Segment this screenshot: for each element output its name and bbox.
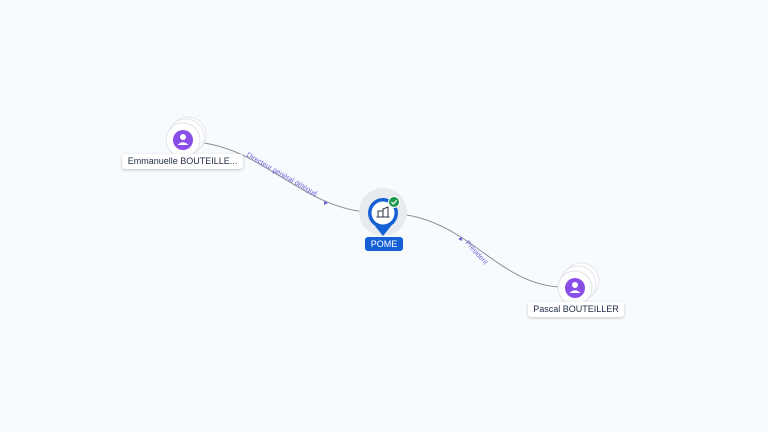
edge-line-directeur (194, 141, 367, 213)
company-name-label[interactable]: POME (365, 237, 403, 251)
person-icon (565, 278, 585, 298)
person-icon (173, 130, 193, 150)
person-node-pascal[interactable] (557, 262, 600, 306)
building-icon (376, 206, 390, 218)
person-name-label[interactable]: Pascal BOUTEILLER (528, 302, 624, 317)
edge-line-president (399, 213, 561, 288)
edge-arrow-president (458, 237, 462, 241)
check-badge-icon (388, 196, 400, 208)
person-name-label[interactable]: Emmanuelle BOUTEILLE... (122, 154, 243, 169)
edge-label-directeur: Directeur général délégué (245, 152, 318, 198)
edge-arrow-directeur (324, 201, 328, 205)
company-node-pome[interactable] (359, 188, 407, 236)
edge-label-president: Président (464, 240, 489, 267)
person-node-emmanuelle[interactable] (165, 116, 207, 158)
